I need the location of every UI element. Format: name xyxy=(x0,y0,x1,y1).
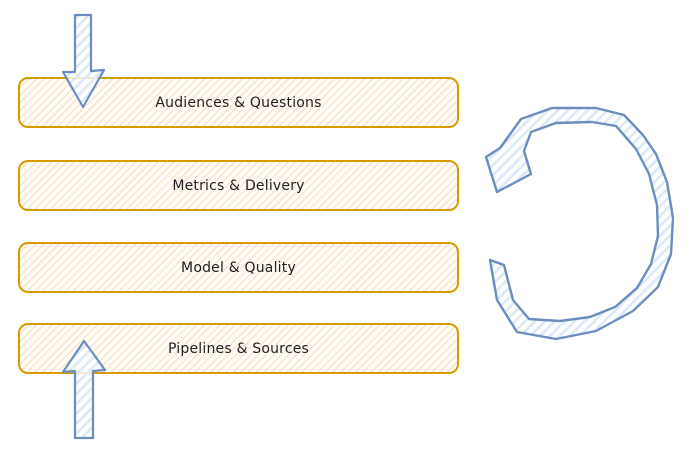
flow-box-metrics-delivery: Metrics & Delivery xyxy=(18,160,459,211)
flow-box-audiences-questions: Audiences & Questions xyxy=(18,77,459,128)
flow-box-pipelines-sources: Pipelines & Sources xyxy=(18,323,459,374)
box-label: Pipelines & Sources xyxy=(167,340,310,357)
flow-box-model-quality: Model & Quality xyxy=(18,242,459,293)
cycle-arrow-icon xyxy=(484,106,675,341)
box-label: Metrics & Delivery xyxy=(172,177,305,194)
box-label: Audiences & Questions xyxy=(155,94,322,111)
box-label: Model & Quality xyxy=(181,259,296,276)
